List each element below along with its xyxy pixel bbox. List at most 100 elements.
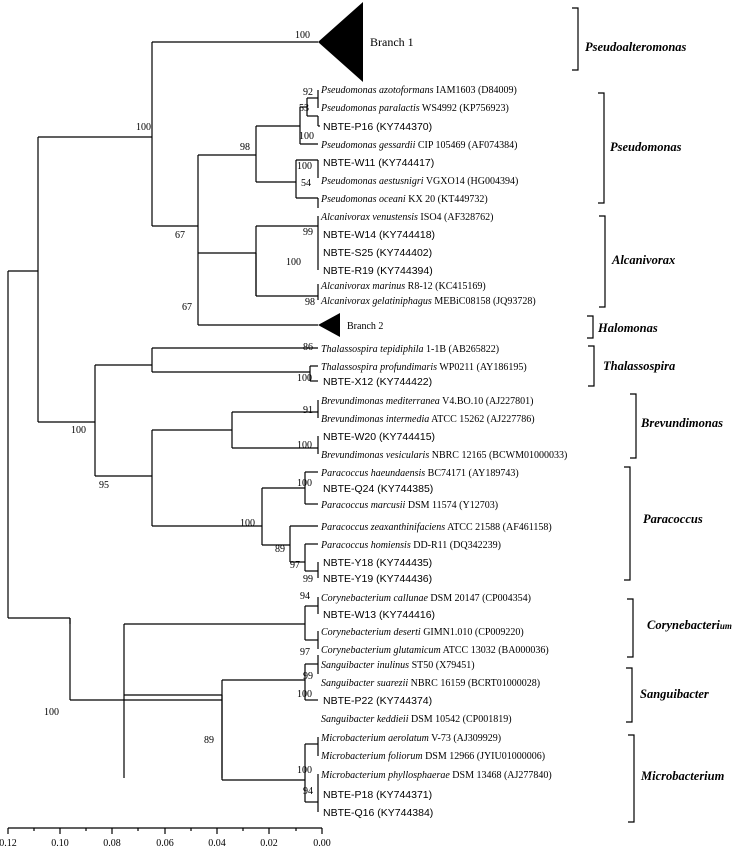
genus-label-sanguibacter: Sanguibacter xyxy=(640,687,709,701)
taxon-label: Pseudomonas oceani KX 20 (KT449732) xyxy=(320,194,488,205)
taxon-label: Brevundimonas mediterranea V4.BO.10 (AJ2… xyxy=(321,396,534,407)
genus-label-halomonas: Halomonas xyxy=(597,321,658,335)
taxon-label: NBTE-W11 (KY744417) xyxy=(323,157,434,169)
taxon-label: Pseudomonas paralactis WS4992 (KP756923) xyxy=(320,103,509,114)
branch2-label: Branch 2 xyxy=(347,321,383,332)
taxon-label: Brevundimonas intermedia ATCC 15262 (AJ2… xyxy=(321,414,535,425)
bootstrap-value: 95 xyxy=(99,480,109,491)
taxon-label: Sanguibacter suarezii NBRC 16159 (BCRT01… xyxy=(321,678,540,689)
scale-tick-label: 0.04 xyxy=(208,838,226,849)
branch1-label: Branch 1 xyxy=(370,35,414,49)
taxon-label: NBTE-P16 (KY744370) xyxy=(323,121,432,133)
taxon-label: Corynebacterium glutamicum ATCC 13032 (B… xyxy=(321,645,549,656)
collapsed-clade-triangle-branch1 xyxy=(318,2,363,82)
bootstrap-value: 100 xyxy=(136,122,151,133)
bracket-alcanivorax xyxy=(599,215,606,308)
bootstrap-value: 91 xyxy=(303,405,313,416)
taxon-label: NBTE-R19 (KY744394) xyxy=(323,265,433,277)
taxon-label: NBTE-Y18 (KY744435) xyxy=(323,557,432,569)
bootstrap-value: 100 xyxy=(286,257,301,268)
taxon-label: Sanguibacter inulinus ST50 (X79451) xyxy=(321,660,475,671)
bootstrap-value: 99 xyxy=(303,574,313,585)
bootstrap-value: 89 xyxy=(204,735,214,746)
bootstrap-value: 86 xyxy=(303,342,313,353)
scale-tick-label: 0.08 xyxy=(103,838,121,849)
bracket-thalassospira xyxy=(588,345,595,387)
taxon-label: NBTE-W14 (KY744418) xyxy=(323,229,435,241)
bootstrap-value: 100 xyxy=(297,478,312,489)
bootstrap-value: 54 xyxy=(301,178,311,189)
genus-label-paracoccus: Paracoccus xyxy=(643,512,703,526)
taxon-label: Paracoccus zeaxanthinifaciens ATCC 21588… xyxy=(320,522,552,533)
taxon-label: Thalassospira tepidiphila 1-1B (AB265822… xyxy=(321,344,499,355)
bootstrap-value: 94 xyxy=(303,786,313,797)
bracket-microbacterium xyxy=(628,734,635,823)
taxon-label: Paracoccus marcusii DSM 11574 (Y12703) xyxy=(320,500,498,511)
taxon-label: NBTE-P22 (KY744374) xyxy=(323,695,432,707)
bootstrap-value: 100 xyxy=(297,161,312,172)
bootstrap-value: 100 xyxy=(297,765,312,776)
taxon-label: Corynebacterium deserti GIMN1.010 (CP009… xyxy=(321,627,524,638)
genus-label-pseudomonas: Pseudomonas xyxy=(610,140,682,154)
taxa-labels: Pseudomonas azotoformans IAM1603 (D84009… xyxy=(320,85,567,819)
bootstrap-value: 53 xyxy=(299,103,309,114)
bootstrap-values: 100 92 53 100 98 100 54 100 67 67 99 100… xyxy=(44,30,315,797)
taxon-label: Sanguibacter keddieii DSM 10542 (CP00181… xyxy=(321,714,512,725)
tree-branches xyxy=(7,41,320,812)
genus-brackets: Pseudoalteromonas Pseudomonas Alcanivora… xyxy=(572,7,732,823)
bootstrap-value: 92 xyxy=(303,87,313,98)
bootstrap-value: 100 xyxy=(44,707,59,718)
genus-label-brevundimonas: Brevundimonas xyxy=(640,416,723,430)
bootstrap-value: 94 xyxy=(300,591,310,602)
taxon-label: Thalassospira profundimaris WP0211 (AY18… xyxy=(321,362,527,373)
scale-tick-label: 0.10 xyxy=(51,838,69,849)
taxon-label: NBTE-Y19 (KY744436) xyxy=(323,573,432,585)
genus-label-alcanivorax: Alcanivorax xyxy=(611,253,675,267)
taxon-label: NBTE-P18 (KY744371) xyxy=(323,789,432,801)
genus-label-thalassospira: Thalassospira xyxy=(603,359,675,373)
bootstrap-value: 97 xyxy=(300,647,310,658)
genus-label-pseudoalteromonas: Pseudoalteromonas xyxy=(585,40,687,54)
scale-tick-label: 0.12 xyxy=(0,838,17,849)
bootstrap-value: 100 xyxy=(299,131,314,142)
collapsed-clade-triangle-branch2 xyxy=(318,313,340,337)
bootstrap-value: 99 xyxy=(303,671,313,682)
bootstrap-value: 67 xyxy=(182,302,192,313)
bracket-paracoccus xyxy=(624,466,631,581)
bracket-corynebacterium xyxy=(627,598,634,658)
bootstrap-value: 100 xyxy=(295,30,310,41)
taxon-label: Microbacterium foliorum DSM 12966 (JYIU0… xyxy=(320,751,545,762)
genus-label-corynebacterium: Corynebacterium xyxy=(647,618,732,632)
bootstrap-value: 100 xyxy=(297,689,312,700)
taxon-label: Microbacterium phyllosphaerae DSM 13468 … xyxy=(320,770,552,781)
taxon-label: Paracoccus haeundaensis BC74171 (AY18974… xyxy=(320,468,519,479)
taxon-label: NBTE-W13 (KY744416) xyxy=(323,609,435,621)
taxon-label: NBTE-Q16 (KY744384) xyxy=(323,807,433,819)
taxon-label: Microbacterium aerolatum V-73 (AJ309929) xyxy=(320,733,501,744)
taxon-label: NBTE-Q24 (KY744385) xyxy=(323,483,433,495)
bootstrap-value: 100 xyxy=(240,518,255,529)
taxon-label: NBTE-X12 (KY744422) xyxy=(323,376,432,388)
scale-tick-label: 0.00 xyxy=(313,838,331,849)
taxon-label: NBTE-W20 (KY744415) xyxy=(323,431,435,443)
scale-tick-label: 0.02 xyxy=(260,838,278,849)
taxon-label: Pseudomonas aestusnigri VGXO14 (HG004394… xyxy=(320,176,518,187)
bootstrap-value: 98 xyxy=(305,297,315,308)
bootstrap-value: 99 xyxy=(303,227,313,238)
taxon-label: Alcanivorax marinus R8-12 (KC415169) xyxy=(320,281,486,292)
taxon-label: Alcanivorax venustensis ISO4 (AF328762) xyxy=(320,212,493,223)
taxon-label: Paracoccus homiensis DD-R11 (DQ342239) xyxy=(320,540,501,551)
taxon-label: Corynebacterium callunae DSM 20147 (CP00… xyxy=(321,593,531,604)
taxon-label: Brevundimonas vesicularis NBRC 12165 (BC… xyxy=(321,450,567,461)
bootstrap-value: 98 xyxy=(240,142,250,153)
bootstrap-value: 89 xyxy=(275,544,285,555)
taxon-label: Pseudomonas azotoformans IAM1603 (D84009… xyxy=(320,85,517,96)
scale-tick-label: 0.06 xyxy=(156,838,174,849)
bracket-halomonas xyxy=(587,315,594,339)
bracket-sanguibacter xyxy=(626,667,633,723)
taxon-label: NBTE-S25 (KY744402) xyxy=(323,247,432,259)
distance-scale-axis: 0.12 0.10 0.08 0.06 0.04 0.02 0.00 xyxy=(0,827,331,849)
bracket-brevundimonas xyxy=(630,393,637,459)
bracket-pseudomonas xyxy=(598,92,605,204)
